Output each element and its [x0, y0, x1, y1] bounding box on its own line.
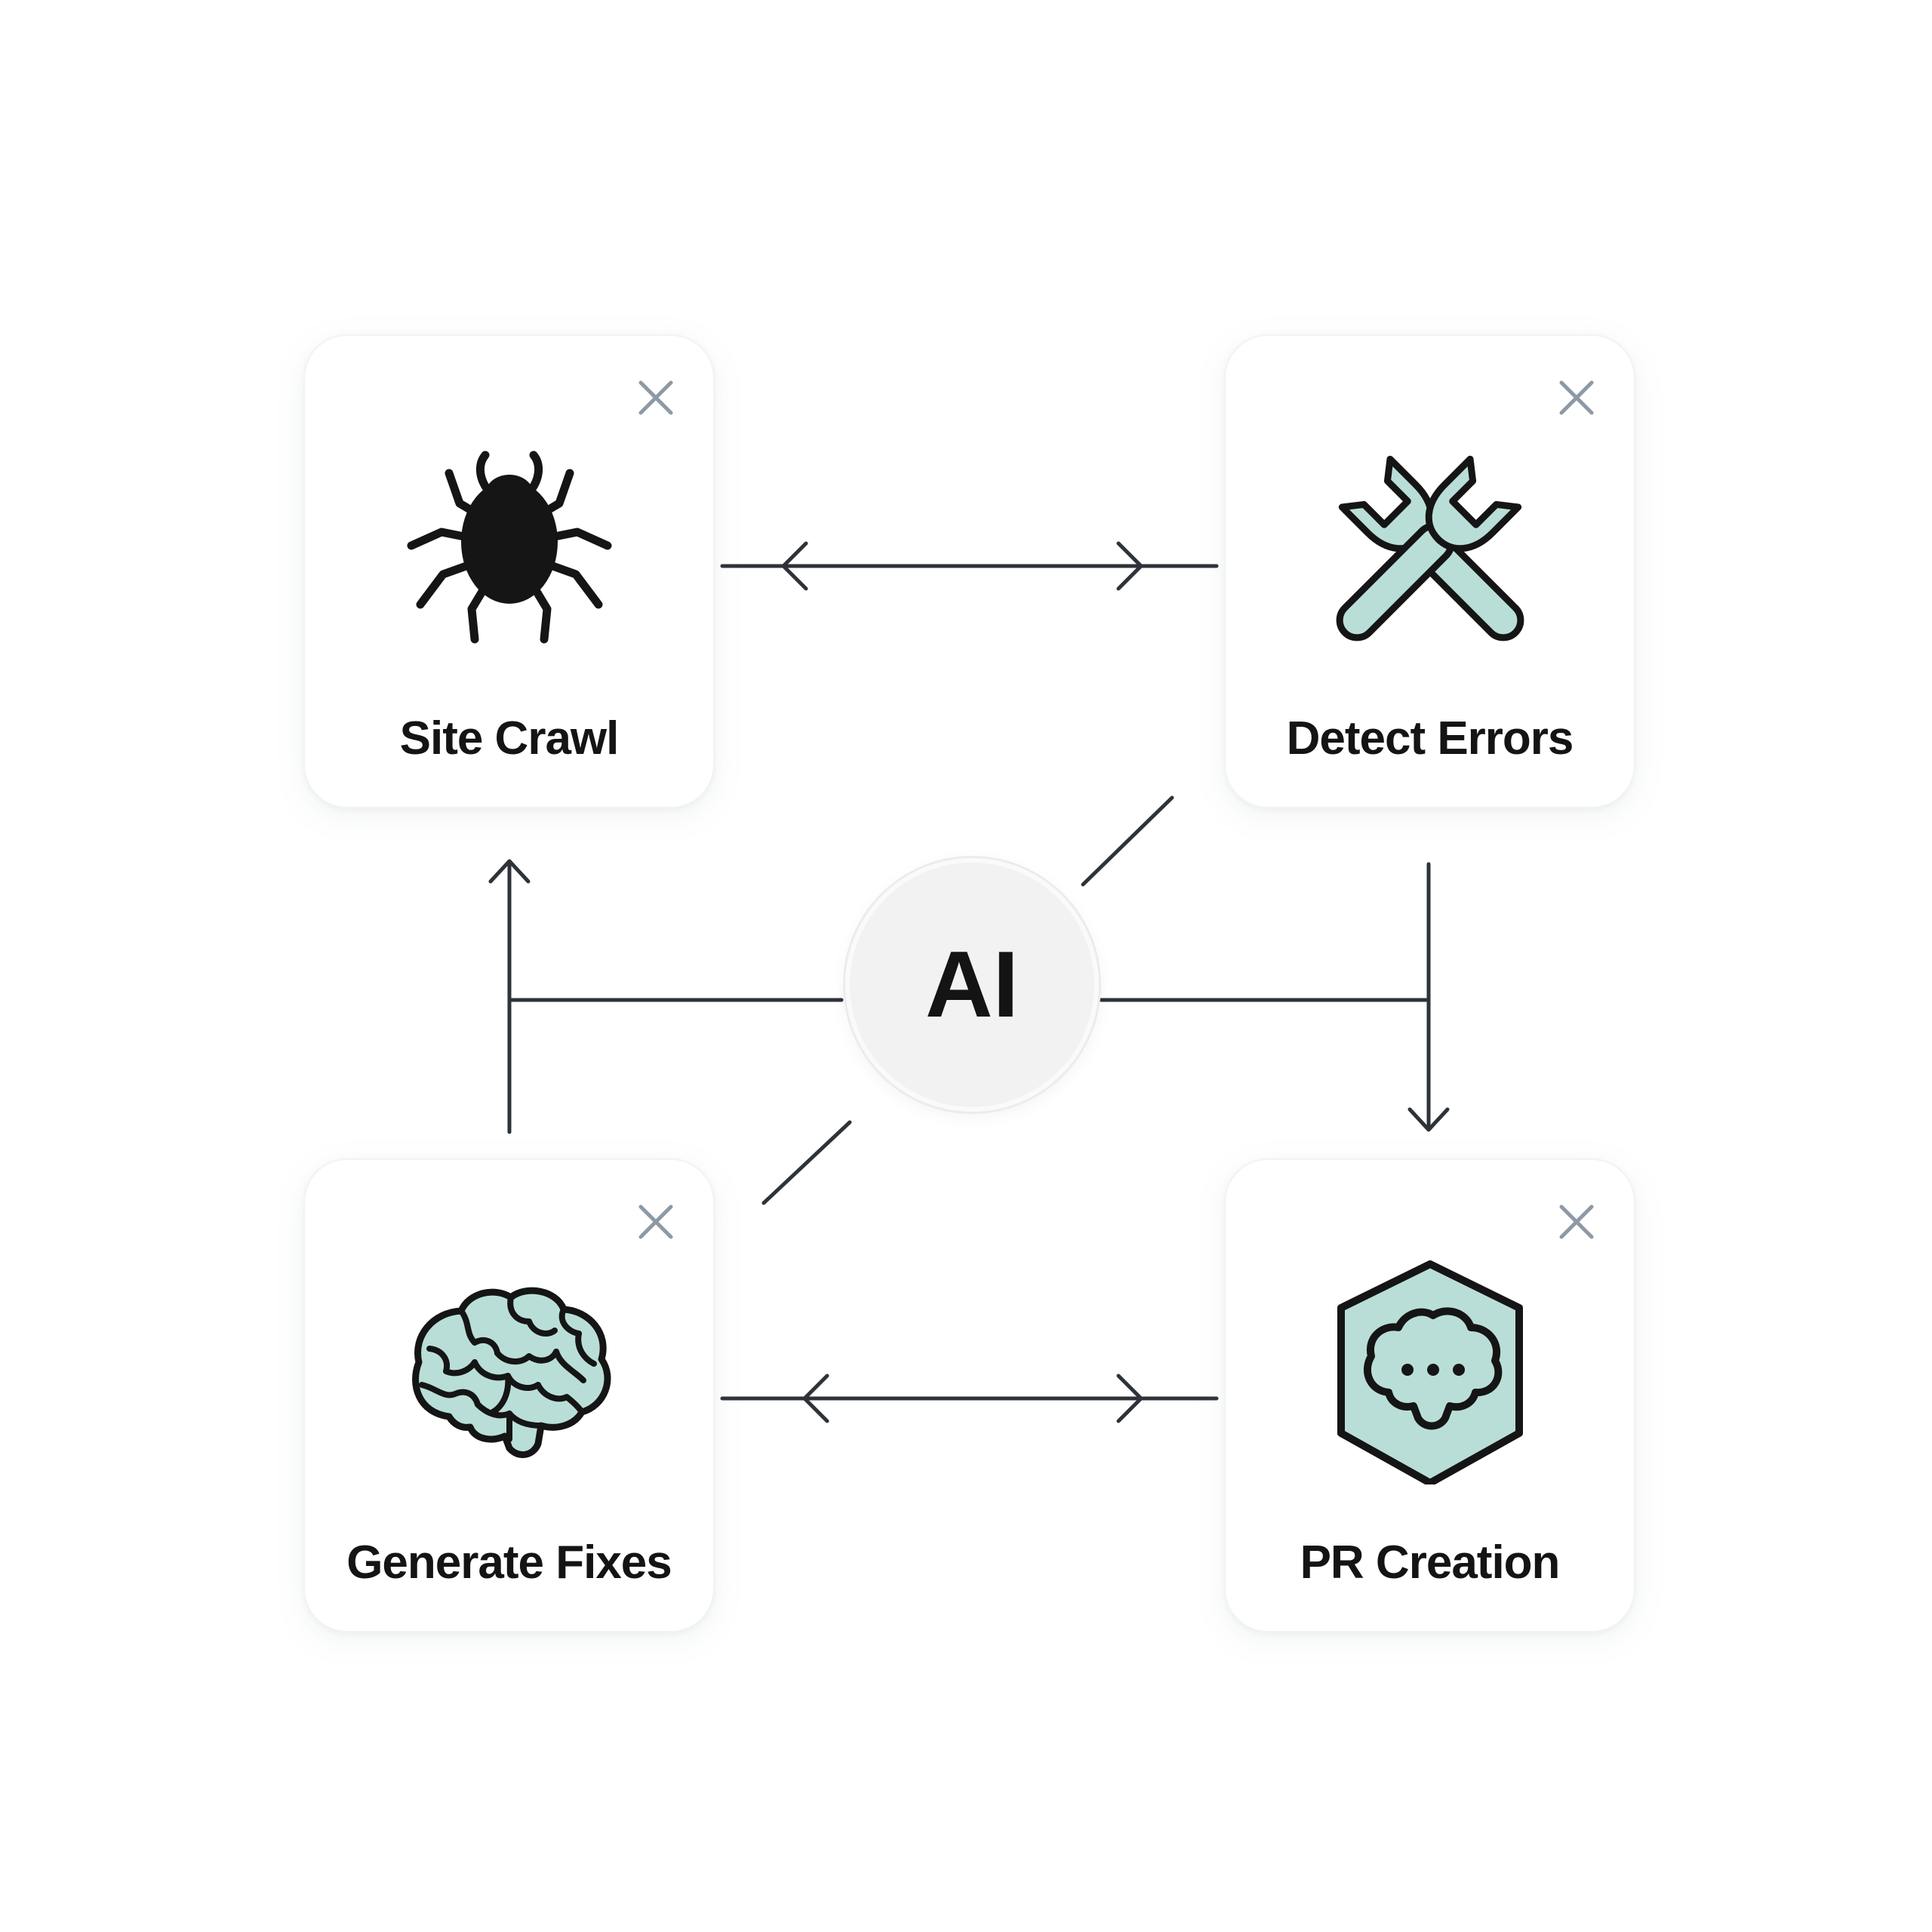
connector-site-crawl-detect-errors [720, 541, 1219, 591]
close-icon[interactable] [1552, 1198, 1601, 1246]
crossed-wrenches-icon [1317, 434, 1543, 660]
card-generate-fixes[interactable]: Generate Fixes [303, 1158, 715, 1632]
card-label: Generate Fixes [346, 1537, 672, 1589]
card-label: Detect Errors [1286, 712, 1574, 764]
close-icon[interactable] [632, 1198, 680, 1246]
brain-icon [396, 1258, 623, 1484]
card-pr-creation[interactable]: PR Creation [1224, 1158, 1635, 1632]
connector-ai-pr-creation [1099, 862, 1450, 1132]
shield-chat-icon [1317, 1258, 1543, 1484]
connector-generate-fixes-pr-creation [720, 1374, 1219, 1423]
ai-hub[interactable]: AI [845, 858, 1099, 1112]
close-icon[interactable] [632, 374, 680, 422]
card-detect-errors[interactable]: Detect Errors [1224, 334, 1635, 808]
diagonal-to-generate-fixes [761, 1120, 852, 1205]
card-site-crawl[interactable]: Site Crawl [303, 334, 715, 808]
close-icon[interactable] [1552, 374, 1601, 422]
ai-label: AI [925, 933, 1019, 1037]
spider-icon [396, 434, 623, 660]
card-label: PR Creation [1300, 1537, 1561, 1589]
card-label: Site Crawl [399, 712, 620, 764]
connector-ai-site-crawl [488, 859, 844, 1134]
diagonal-to-detect-errors [1081, 795, 1174, 887]
